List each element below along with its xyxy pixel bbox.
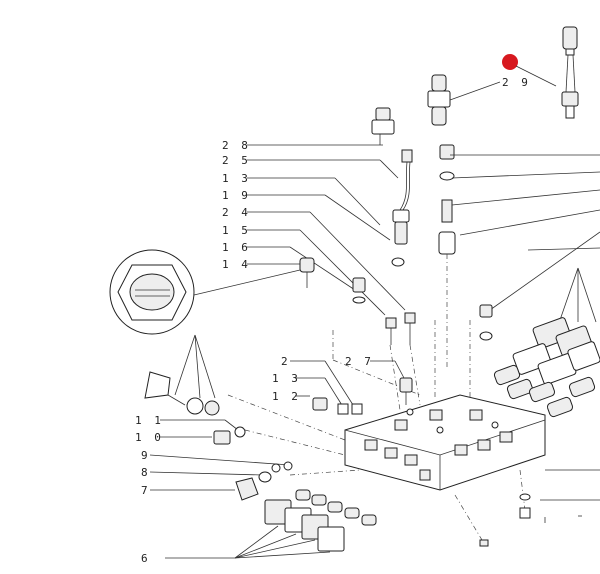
solenoid-cluster-right[interactable] — [493, 317, 600, 418]
callout-28[interactable]: 2 8 — [222, 139, 251, 152]
callout-6[interactable]: 6 — [141, 552, 151, 565]
part-28-switch[interactable] — [247, 107, 395, 146]
leader-lines-left-upper — [247, 177, 406, 316]
callout-12[interactable]: 1 2 — [272, 390, 301, 403]
callout-8[interactable]: 8 — [141, 466, 151, 479]
valve-body[interactable] — [344, 394, 546, 491]
callout-9[interactable]: 9 — [141, 449, 151, 462]
callout-13-lower[interactable]: 1 3 — [272, 372, 301, 385]
callout-14[interactable]: 1 4 — [222, 258, 251, 271]
callout-7[interactable]: 7 — [141, 484, 151, 497]
part-plug-column[interactable] — [438, 144, 456, 370]
callout-15[interactable]: 1 5 — [222, 224, 251, 237]
part-pressure-switch-left[interactable] — [427, 74, 501, 126]
part-25-harness-sensor[interactable] — [247, 149, 413, 267]
callout-19[interactable]: 1 9 — [222, 189, 251, 202]
callout-2[interactable]: 2 — [281, 355, 291, 368]
callout-24[interactable]: 2 4 — [222, 206, 251, 219]
parts-11-10[interactable] — [160, 419, 246, 445]
callout-27[interactable]: 2 7 — [345, 355, 374, 368]
part-6-solenoids[interactable] — [165, 489, 377, 559]
part-bolts-24-15[interactable] — [385, 312, 416, 345]
part-29-sensor-with-lead[interactable] — [515, 26, 579, 119]
callout-10[interactable]: 1 0 — [135, 431, 164, 444]
detail-magnifier[interactable] — [109, 249, 301, 335]
callout-labels: 2 8 2 5 1 3 1 9 2 4 1 5 1 6 1 4 2 9 2 2 … — [135, 76, 531, 565]
callout-29[interactable]: 2 9 — [502, 76, 531, 89]
callout-11[interactable]: 1 1 — [135, 414, 164, 427]
part-hose-fitting[interactable] — [144, 334, 220, 416]
bottom-small-parts[interactable] — [479, 469, 600, 547]
assembly-dash-lines — [227, 320, 526, 546]
part-right-bolt[interactable] — [479, 304, 493, 341]
right-leaders — [450, 154, 600, 323]
callout-16[interactable]: 1 6 — [222, 241, 251, 254]
highlight-marker[interactable] — [502, 54, 518, 70]
callout-25[interactable]: 2 5 — [222, 154, 251, 167]
part-27-sensor[interactable] — [370, 360, 413, 405]
parts-2-13-12[interactable] — [290, 360, 363, 415]
part-14-sensor[interactable] — [299, 257, 315, 288]
parts-9-8-7[interactable] — [149, 454, 293, 501]
part-16-plug[interactable] — [352, 277, 366, 304]
callout-13-upper[interactable]: 1 3 — [222, 172, 251, 185]
